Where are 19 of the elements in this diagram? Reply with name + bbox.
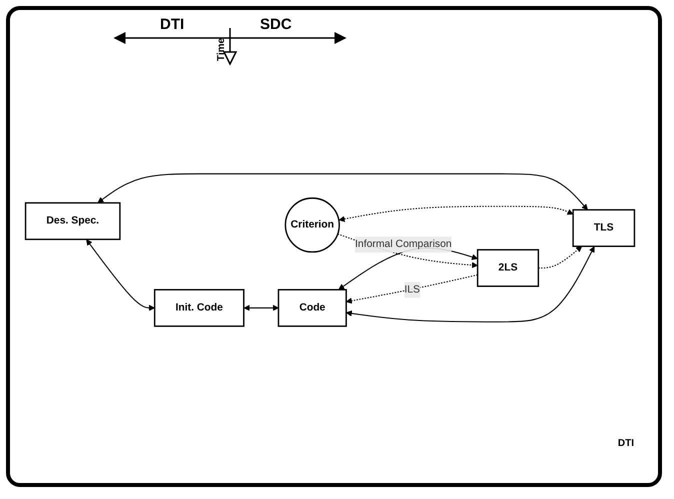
node-box: 2LS xyxy=(476,249,540,287)
axis-label: Time xyxy=(216,38,228,62)
axis-label: SDC xyxy=(260,16,292,33)
corner-label: DTI xyxy=(618,438,634,449)
axis-label: DTI xyxy=(160,16,184,33)
arrow xyxy=(338,206,574,222)
arrow xyxy=(346,246,595,322)
node-box: Init. Code xyxy=(154,289,244,327)
node-box: Des. Spec. xyxy=(24,202,121,240)
arrow xyxy=(86,239,155,311)
node-box: Code xyxy=(278,289,347,327)
edge-label: ILS xyxy=(404,283,420,296)
arrow xyxy=(98,173,588,210)
node-circle: Criterion xyxy=(284,197,340,253)
node-box: TLS xyxy=(572,209,636,247)
arrow xyxy=(538,246,582,269)
arrow xyxy=(346,274,478,304)
edge-label: Informal Comparison xyxy=(355,238,452,250)
arrow xyxy=(244,304,279,311)
